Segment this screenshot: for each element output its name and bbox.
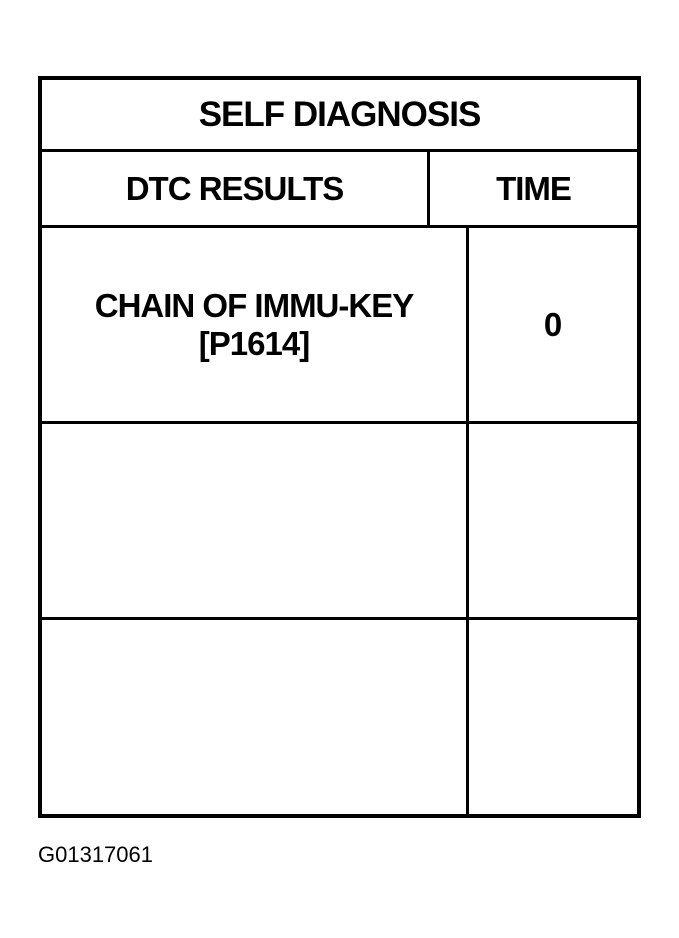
dtc-result-cell: [42, 620, 469, 814]
dtc-time-cell: 0: [543, 305, 563, 343]
table-row: [42, 620, 637, 814]
scan-tool-screen: SELF DIAGNOSIS DTC RESULTS TIME CHAIN OF…: [38, 76, 641, 818]
column-header-dtc-results: DTC RESULTS: [42, 152, 430, 225]
dtc-description: CHAIN OF IMMU-KEY: [94, 286, 414, 324]
dtc-result-cell: CHAIN OF IMMU-KEY [P1614]: [42, 228, 469, 421]
table-header: DTC RESULTS TIME: [42, 152, 637, 228]
table-row: [42, 424, 637, 620]
column-header-time: TIME: [496, 169, 572, 207]
dtc-result-cell: [42, 424, 469, 617]
table-row: CHAIN OF IMMU-KEY [P1614] 0: [42, 228, 637, 424]
screen-title: SELF DIAGNOSIS: [42, 80, 637, 152]
figure-id: G01317061: [38, 842, 153, 867]
dtc-code: [P1614]: [198, 324, 310, 362]
dtc-time-cell: [469, 424, 637, 617]
dtc-time-cell: [469, 620, 637, 814]
